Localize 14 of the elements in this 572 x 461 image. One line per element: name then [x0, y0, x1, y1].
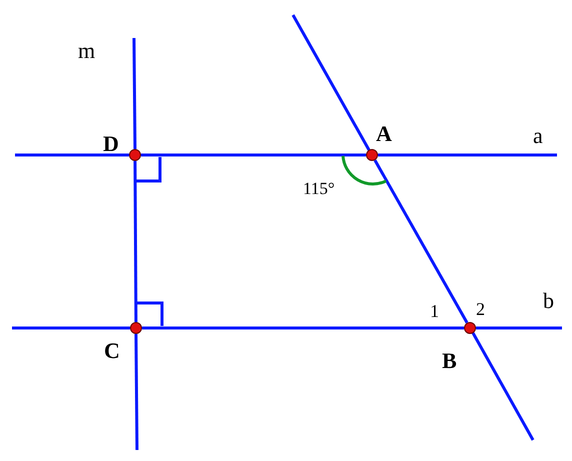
point-label: D	[103, 133, 119, 155]
line-label: b	[543, 290, 554, 312]
line-label: 1	[430, 302, 439, 320]
point-label: A	[376, 123, 392, 145]
line-label: 2	[476, 300, 485, 318]
line-segment	[142, 326, 464, 330]
point-label: C	[104, 340, 120, 362]
line-segment	[374, 159, 468, 324]
line-segment	[141, 154, 366, 156]
line-segment	[134, 161, 138, 322]
line-label: a	[533, 125, 543, 147]
line-label: m	[78, 40, 96, 62]
angle-label: 115°	[303, 180, 335, 197]
point-label: B	[442, 350, 457, 372]
